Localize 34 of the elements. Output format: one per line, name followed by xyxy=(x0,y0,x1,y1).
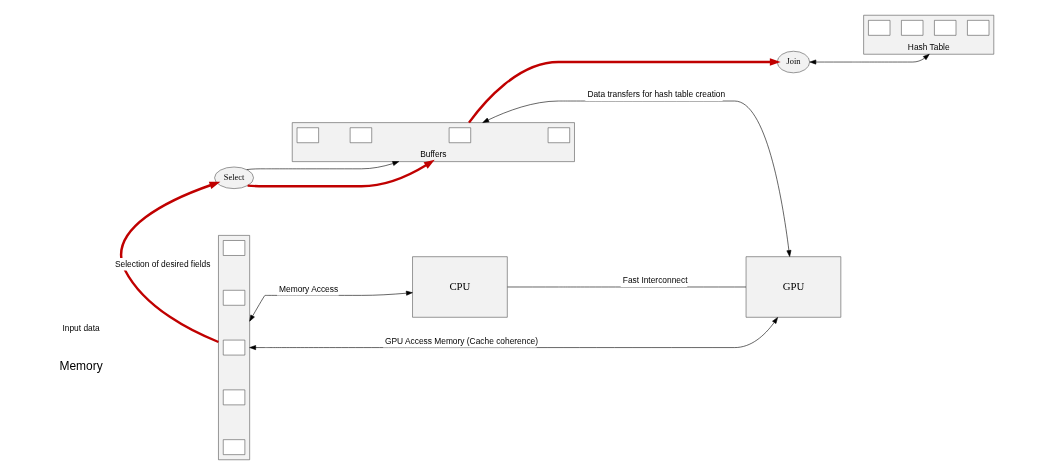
arrow xyxy=(482,100,792,257)
arrow xyxy=(120,181,221,344)
node-box xyxy=(222,389,246,406)
arrow xyxy=(246,161,400,170)
node-box xyxy=(296,127,319,143)
arrow xyxy=(247,159,435,188)
node-label: Memory xyxy=(59,359,103,374)
arrow xyxy=(249,290,413,322)
edge-label: GPU Access Memory (Cache coherence) xyxy=(384,335,539,346)
node-box xyxy=(349,127,373,143)
node-ellipse: Select xyxy=(214,166,254,189)
edge-label: Data transfers for hash table creation xyxy=(587,89,726,100)
node-box xyxy=(868,20,891,36)
node-box xyxy=(448,127,471,143)
node-box xyxy=(934,20,957,36)
node-label: Input data xyxy=(62,322,100,333)
node-box xyxy=(222,240,246,256)
edge-label: Memory Access xyxy=(279,283,339,294)
node-box xyxy=(901,20,924,36)
cluster: Hash Table xyxy=(863,14,995,55)
cluster xyxy=(218,235,250,461)
node-box: CPU xyxy=(412,256,508,318)
edge-label: Selection of desired fields xyxy=(114,258,211,269)
node-box xyxy=(222,439,246,455)
node-box xyxy=(547,127,570,143)
node-ellipse: Join xyxy=(776,50,810,74)
node-box xyxy=(222,290,246,306)
cluster: Buffers xyxy=(291,122,575,162)
arrow xyxy=(468,58,781,124)
node-box xyxy=(222,339,246,356)
node-box: GPU xyxy=(745,256,842,318)
edge-label: Fast Interconnect xyxy=(622,275,688,286)
arrow xyxy=(809,53,930,65)
node-box xyxy=(967,20,990,36)
